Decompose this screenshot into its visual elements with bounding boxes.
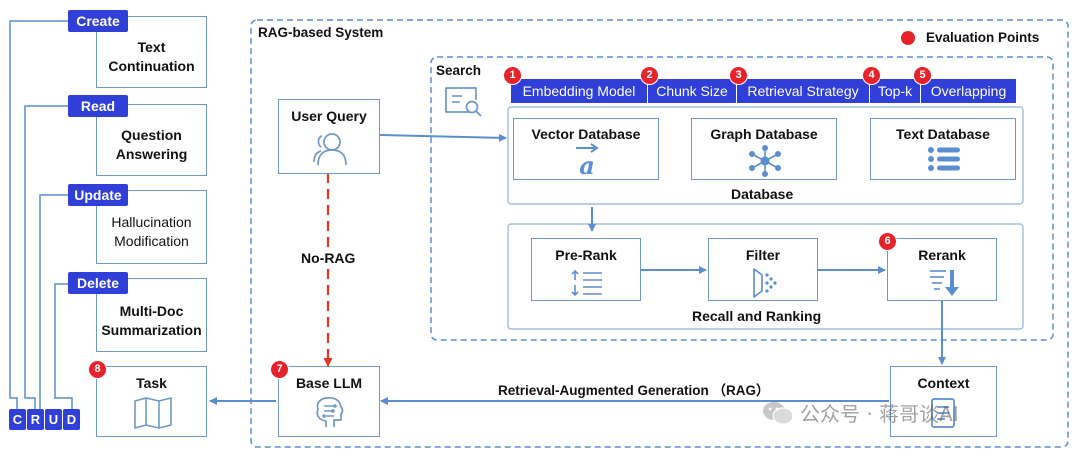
task-text-line: Question (121, 127, 182, 143)
badge-top-k: 4 (862, 66, 881, 85)
badge-rerank: 6 (878, 232, 897, 251)
ai-brain-icon (316, 396, 344, 427)
vector-database-box: Vector Database a (513, 118, 659, 180)
badge-retrieval-strategy: 3 (729, 66, 748, 85)
tag-create: Create (68, 10, 128, 32)
vector-database-title: Vector Database (531, 126, 641, 142)
graph-database-box: Graph Database (691, 118, 837, 180)
badge-overlapping: 5 (913, 66, 932, 85)
filter-title: Filter (745, 247, 781, 263)
rerank-title: Rerank (918, 247, 966, 263)
param-retrieval-strategy: Retrieval Strategy (737, 79, 869, 103)
system-title: RAG-based System (258, 25, 384, 40)
context-box: Context (890, 366, 997, 437)
task-text-line: Multi-Doc (119, 303, 184, 319)
pre-rank-box: Pre-Rank (531, 238, 641, 301)
graph-database-title: Graph Database (710, 126, 818, 142)
param-overlapping: Overlapping (921, 79, 1016, 103)
crud-letter-r: R (27, 409, 44, 430)
user-query-box: User Query (278, 99, 380, 174)
no-rag-label: No-RAG (298, 248, 359, 268)
task-text-line: Modification (114, 233, 189, 249)
base-llm-box: Base LLM (278, 366, 380, 437)
user-query-title: User Query (291, 108, 367, 124)
document-icon (931, 398, 955, 428)
rag-system-frame (250, 19, 1069, 448)
badge-task: 8 (88, 360, 107, 379)
task-text-delete: Multi-Doc Summarization (97, 302, 206, 340)
crud-letter-c: C (9, 409, 26, 430)
task-text-line: Answering (115, 146, 188, 162)
base-llm-title: Base LLM (295, 375, 363, 391)
param-top-k: Top-k (870, 79, 920, 103)
text-database-title: Text Database (896, 126, 990, 142)
legend-dot (901, 31, 915, 45)
svg-text:a: a (579, 151, 595, 180)
ranking-group-frame (507, 223, 1024, 330)
badge-embedding-model: 1 (503, 66, 522, 85)
task-text-line: Continuation (108, 58, 195, 74)
context-title: Context (917, 375, 970, 391)
task-title: Task (136, 375, 167, 391)
pre-rank-title: Pre-Rank (555, 247, 617, 263)
search-document-icon (445, 87, 482, 117)
wechat-icon (763, 401, 794, 425)
map-icon (134, 397, 172, 429)
user-icon (313, 133, 347, 166)
crud-letter-u: U (45, 409, 62, 430)
ranking-label: Recall and Ranking (692, 308, 822, 324)
param-embedding-model: Embedding Model (511, 79, 647, 103)
text-database-box: Text Database (870, 118, 1016, 180)
param-chunk-size: Chunk Size (648, 79, 736, 103)
vector-a-icon: a (576, 143, 599, 180)
tag-delete: Delete (68, 272, 128, 294)
filter-box: Filter (708, 238, 818, 301)
task-text-line: Hallucination (111, 214, 192, 230)
rerank-icon (930, 270, 959, 296)
database-group-frame (507, 106, 1024, 205)
watermark: 公众号 · 蒋哥谈AI (762, 398, 959, 427)
crud-bracket-lines (9, 20, 73, 409)
rerank-box: Rerank (887, 238, 997, 301)
crud-letter-d: D (63, 409, 80, 430)
badge-chunk-size: 2 (640, 66, 659, 85)
database-label: Database (731, 186, 794, 202)
watermark-text: 公众号 · 蒋哥谈AI (800, 402, 959, 426)
sort-list-icon (571, 269, 602, 297)
badge-base-llm: 7 (270, 360, 289, 379)
tag-read: Read (68, 95, 128, 117)
search-frame (430, 56, 1054, 341)
filter-icon (753, 268, 777, 298)
rag-label: Retrieval-Augmented Generation （RAG） (498, 383, 770, 398)
graph-network-icon (749, 145, 781, 177)
task-text-create: Text Continuation (97, 38, 206, 76)
task-box: Task (96, 366, 207, 437)
task-text-line: Text (137, 39, 166, 55)
tag-update: Update (68, 184, 128, 206)
task-text-line: Summarization (101, 322, 202, 338)
search-title: Search (436, 63, 482, 78)
task-text-read: Question Answering (97, 126, 206, 164)
legend-label: Evaluation Points (926, 30, 1040, 45)
arrow-query-to-search (378, 133, 507, 142)
text-list-icon (928, 147, 960, 171)
task-text-update: Hallucination Modification (97, 213, 206, 251)
